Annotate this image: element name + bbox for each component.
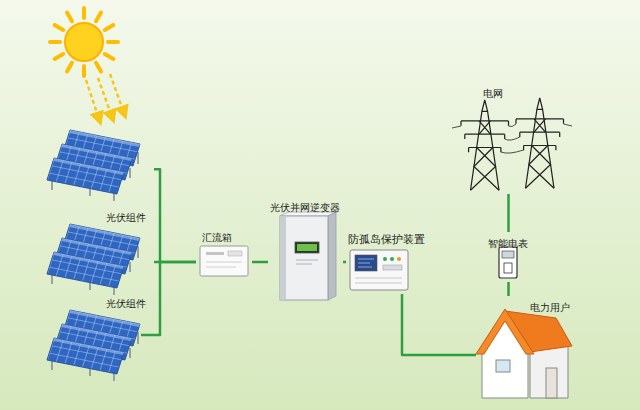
component-label: 电力用户 <box>530 302 570 314</box>
component-label: 防孤岛保护装置 <box>348 233 425 246</box>
component-label: 汇流箱 <box>202 232 232 244</box>
power-line <box>252 261 268 264</box>
power-line <box>343 261 346 264</box>
power-line <box>507 194 510 232</box>
component-label: 智能电表 <box>488 238 528 250</box>
combiner-box-node: 汇流箱 <box>196 226 252 280</box>
house <box>476 309 572 398</box>
solar-panel-node: 光伏组件 <box>44 126 154 222</box>
power-line <box>507 282 510 296</box>
combiner-box <box>200 246 248 276</box>
protection-device-node: 防孤岛保护装置 <box>346 228 428 294</box>
grid-inverter <box>280 212 336 300</box>
component-label: 电网 <box>483 88 503 100</box>
component-label: 光伏组件 <box>106 212 146 224</box>
solar-panel-group <box>47 130 140 201</box>
component-label: 光伏组件 <box>106 298 146 310</box>
power-line <box>154 169 196 262</box>
inverter-node: 光伏并网逆变器 <box>268 196 343 304</box>
protection-device <box>350 250 408 290</box>
smart-meter-node: 智能电表 <box>486 232 531 282</box>
solar-panel-group <box>47 224 140 295</box>
power-line <box>402 294 476 355</box>
sun <box>50 8 118 76</box>
solar-panel-group <box>47 310 140 381</box>
power-pylons <box>452 98 572 190</box>
sunlight-rays <box>86 74 124 119</box>
smart-meter <box>499 247 517 278</box>
solar-panel-node: 光伏组件 <box>44 222 154 310</box>
power-grid-node: 电网 <box>455 82 565 194</box>
power-line <box>154 261 196 264</box>
power-user-node: 电力用户 <box>476 296 573 402</box>
component-label: 光伏并网逆变器 <box>270 202 340 214</box>
